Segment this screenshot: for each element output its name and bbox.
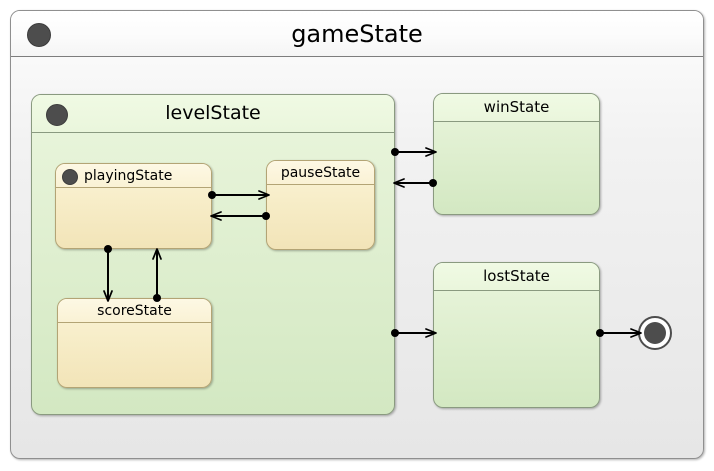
state-playingstate-body: [56, 188, 211, 248]
state-scorestate-title-band: scoreState: [58, 299, 211, 323]
state-winstate[interactable]: winState: [433, 93, 600, 215]
state-loststate-body: [434, 291, 599, 407]
initial-pseudostate-icon: [62, 169, 78, 185]
state-winstate-body: [434, 122, 599, 214]
initial-pseudostate-icon: [27, 23, 51, 47]
state-playingstate[interactable]: playingState: [55, 163, 212, 249]
state-scorestate[interactable]: scoreState: [57, 298, 212, 388]
state-loststate-title-band: lostState: [434, 263, 599, 291]
state-levelstate-label: levelState: [165, 102, 261, 124]
state-winstate-label: winState: [483, 98, 550, 116]
state-levelstate-title-band: levelState: [32, 95, 394, 133]
state-scorestate-label: scoreState: [97, 302, 172, 319]
state-pausestate-body: [267, 185, 374, 249]
state-winstate-title-band: winState: [434, 94, 599, 122]
state-pausestate-label: pauseState: [280, 164, 361, 181]
initial-pseudostate-icon: [46, 104, 68, 126]
final-state-icon[interactable]: [638, 316, 672, 350]
state-scorestate-body: [58, 323, 211, 387]
state-gamestate-label: gameState: [291, 19, 423, 48]
state-loststate[interactable]: lostState: [433, 262, 600, 408]
state-pausestate[interactable]: pauseState: [266, 160, 375, 250]
state-pausestate-title-band: pauseState: [267, 161, 374, 185]
state-loststate-label: lostState: [483, 267, 550, 285]
state-gamestate-title-band: gameState: [11, 11, 703, 57]
state-playingstate-title-band: playingState: [56, 164, 211, 188]
state-playingstate-label: playingState: [84, 167, 173, 184]
